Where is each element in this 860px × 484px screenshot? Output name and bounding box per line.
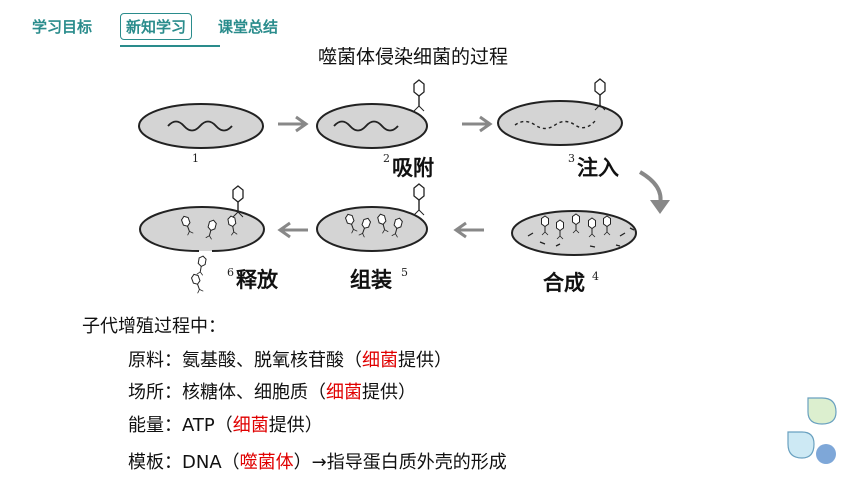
cell-stage-6: [138, 185, 266, 294]
row-highlight: 细菌: [232, 415, 269, 436]
arrow-1-to-2: [278, 115, 309, 133]
stage-2-label: 吸附: [392, 155, 434, 180]
arrow-2-to-3: [462, 115, 493, 133]
arrow-3-to-4: [638, 170, 670, 214]
row-text-end: ）→指导蛋白质外壳的形成: [293, 452, 507, 473]
summary-row-location: 场所：核糖体、细胞质（细菌提供）: [128, 378, 416, 404]
row-key: 原料：: [128, 350, 182, 371]
tab-learning-goals[interactable]: 学习目标: [32, 18, 93, 36]
summary-row-energy: 能量：ATP（细菌提供）: [128, 411, 323, 437]
row-highlight: 噬菌体: [239, 452, 294, 473]
row-text: ATP（: [182, 415, 233, 436]
summary-row-template: 模板：DNA（噬菌体）→指导蛋白质外壳的形成: [128, 448, 507, 474]
row-key: 场所：: [128, 382, 182, 403]
row-text-end: 提供）: [268, 415, 323, 436]
stage-6-number: 6: [227, 266, 234, 279]
stage-3-label: 注入: [577, 155, 619, 180]
stage-3-number: 3: [568, 152, 575, 165]
row-highlight: 细菌: [362, 350, 398, 371]
stage-5-label: 组装: [350, 267, 392, 292]
row-key: 能量：: [128, 415, 182, 436]
row-text: 核糖体、细胞质（: [182, 382, 326, 403]
row-key: 模板：: [128, 452, 182, 473]
summary-lead: 子代增殖过程中：: [82, 316, 226, 337]
stage-1-number: 1: [192, 152, 199, 165]
row-text-end: 提供）: [362, 382, 416, 403]
stage-6-label: 释放: [236, 267, 278, 292]
row-text: 氨基酸、脱氧核苷酸（: [182, 350, 362, 371]
arrow-5-to-6: [277, 221, 308, 239]
cell-stage-1: [138, 103, 264, 149]
cell-stage-5: [316, 183, 428, 252]
diagram-title: 噬菌体侵染细菌的过程: [318, 46, 509, 68]
stage-5-number: 5: [401, 266, 408, 279]
stage-4-label: 合成: [543, 270, 585, 295]
cell-stage-3: [497, 78, 623, 146]
row-text: DNA（: [182, 452, 240, 473]
row-text-end: 提供）: [398, 350, 452, 371]
cell-stage-2: [316, 79, 428, 149]
tab-new-knowledge[interactable]: 新知学习: [120, 13, 193, 40]
summary-row-materials: 原料：氨基酸、脱氧核苷酸（细菌提供）: [128, 346, 452, 372]
row-highlight: 细菌: [326, 382, 362, 403]
tab-class-summary[interactable]: 课堂总结: [218, 18, 279, 36]
stage-4-number: 4: [592, 270, 599, 283]
cell-stage-4: [511, 210, 637, 256]
active-tab-underline: [120, 45, 220, 47]
arrow-4-to-5: [453, 221, 484, 239]
stage-2-number: 2: [383, 152, 390, 165]
decorative-leaf-shapes: [787, 397, 837, 464]
